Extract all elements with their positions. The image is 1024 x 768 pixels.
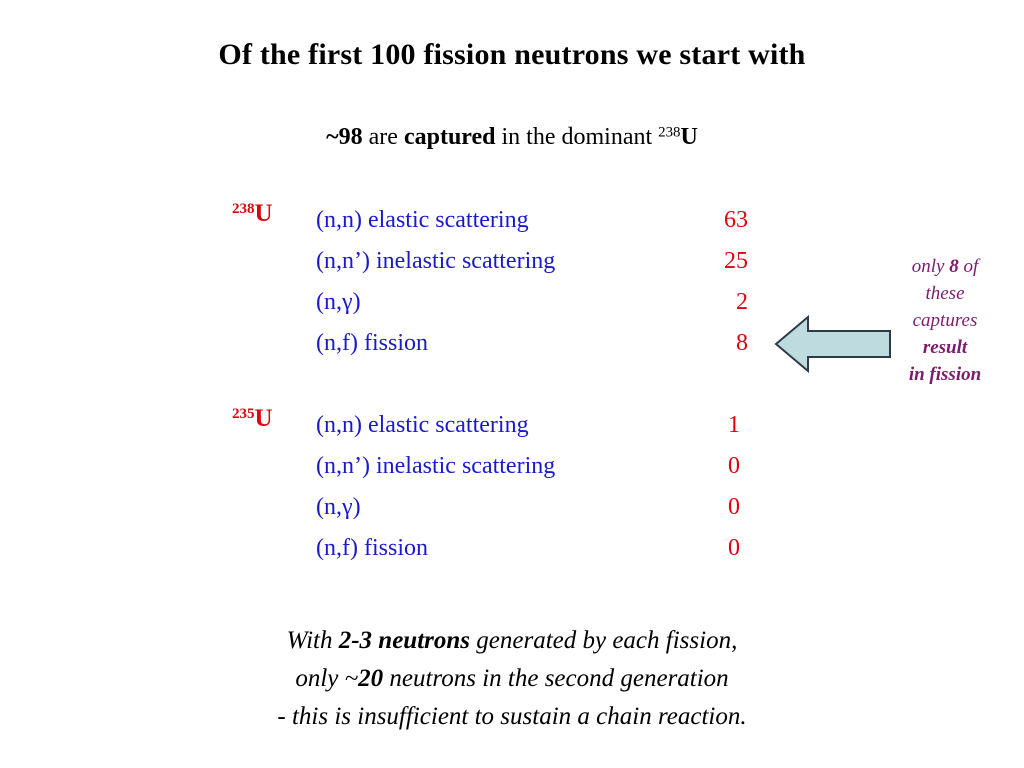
reaction-count: 8 — [736, 330, 748, 356]
annotation-line-1: only 8 of — [872, 253, 1018, 280]
annotation-line-3: captures — [912, 310, 978, 331]
reaction-name: (n,n’) inelastic scattering — [316, 453, 556, 479]
subtitle-isotope-symbol: U — [680, 124, 698, 150]
table-row: (n,n) elastic scattering 1 — [316, 405, 762, 446]
table-row: (n,n) elastic scattering 63 — [316, 200, 762, 241]
reaction-rows-u235: (n,n) elastic scattering 1 (n,n’) inelas… — [316, 405, 762, 569]
footer-note: With 2-3 neutrons generated by each fiss… — [0, 622, 1024, 736]
reaction-name: (n,f) fission — [316, 535, 428, 561]
isotope-label-u238: 238U — [232, 200, 310, 228]
isotope-symbol: U — [254, 200, 273, 227]
reaction-name: (n,f) fission — [316, 330, 428, 356]
footer-line-1: With 2-3 neutrons generated by each fiss… — [0, 622, 1024, 660]
reaction-name: (n,n) elastic scattering — [316, 207, 529, 233]
isotope-symbol: U — [254, 405, 273, 432]
footer-line-2-post: neutrons in the second generation — [383, 665, 729, 692]
footer-line-2-pre: only ~ — [295, 665, 359, 692]
reaction-count: 0 — [728, 453, 740, 479]
subtitle-emphasis: captured — [403, 124, 496, 150]
reaction-name: (n,γ) — [316, 494, 361, 520]
annotation-line-1-value: 8 — [949, 256, 959, 277]
table-row: (n,γ) 0 — [316, 487, 762, 528]
table-row: (n,γ) 2 — [316, 282, 762, 323]
annotation-line-1-post: of — [958, 256, 979, 277]
footer-line-1-post: generated by each fission, — [470, 627, 738, 654]
footer-line-1-value: 2-3 neutrons — [338, 627, 471, 654]
subtitle-line: ~98 are captured in the dominant 238U — [0, 124, 1024, 151]
table-row: (n,n’) inelastic scattering 25 — [316, 241, 762, 282]
reaction-name: (n,n’) inelastic scattering — [316, 248, 556, 274]
reaction-count: 2 — [736, 289, 748, 315]
reaction-name: (n,n) elastic scattering — [316, 412, 529, 438]
annotation-line-5: in fission — [908, 364, 982, 385]
isotope-label-u235: 235U — [232, 405, 310, 433]
footer-line-2-value: 20 — [358, 665, 384, 692]
reaction-count: 0 — [728, 535, 740, 561]
table-row: (n,n’) inelastic scattering 0 — [316, 446, 762, 487]
reaction-name: (n,γ) — [316, 289, 361, 315]
left-arrow-icon — [774, 314, 891, 374]
annotation-line-1-pre: only — [911, 256, 950, 277]
reaction-count: 0 — [728, 494, 740, 520]
table-row: (n,f) fission 0 — [316, 528, 762, 569]
footer-line-2: only ~20 neutrons in the second generati… — [0, 660, 1024, 698]
page-title: Of the first 100 fission neutrons we sta… — [218, 38, 806, 71]
subtitle-text-2: in the dominant — [495, 124, 659, 150]
annotation-callout: only 8 of these captures result in fissi… — [872, 253, 1018, 388]
isotope-mass-number: 238 — [232, 200, 255, 217]
reaction-count: 63 — [724, 207, 748, 233]
isotope-mass-number: 235 — [232, 405, 255, 422]
footer-line-1-pre: With — [286, 627, 339, 654]
subtitle-isotope-mass: 238 — [658, 124, 681, 141]
footer-line-3: - this is insufficient to sustain a chai… — [277, 703, 747, 730]
reaction-count: 1 — [728, 412, 740, 438]
subtitle-count: ~98 — [326, 124, 363, 150]
annotation-line-4: result — [922, 337, 968, 358]
reaction-count: 25 — [724, 248, 748, 274]
table-row: (n,f) fission 8 — [316, 323, 762, 364]
subtitle-text-1: are — [362, 124, 404, 150]
annotation-line-2: these — [925, 283, 965, 304]
reaction-rows-u238: (n,n) elastic scattering 63 (n,n’) inela… — [316, 200, 762, 364]
